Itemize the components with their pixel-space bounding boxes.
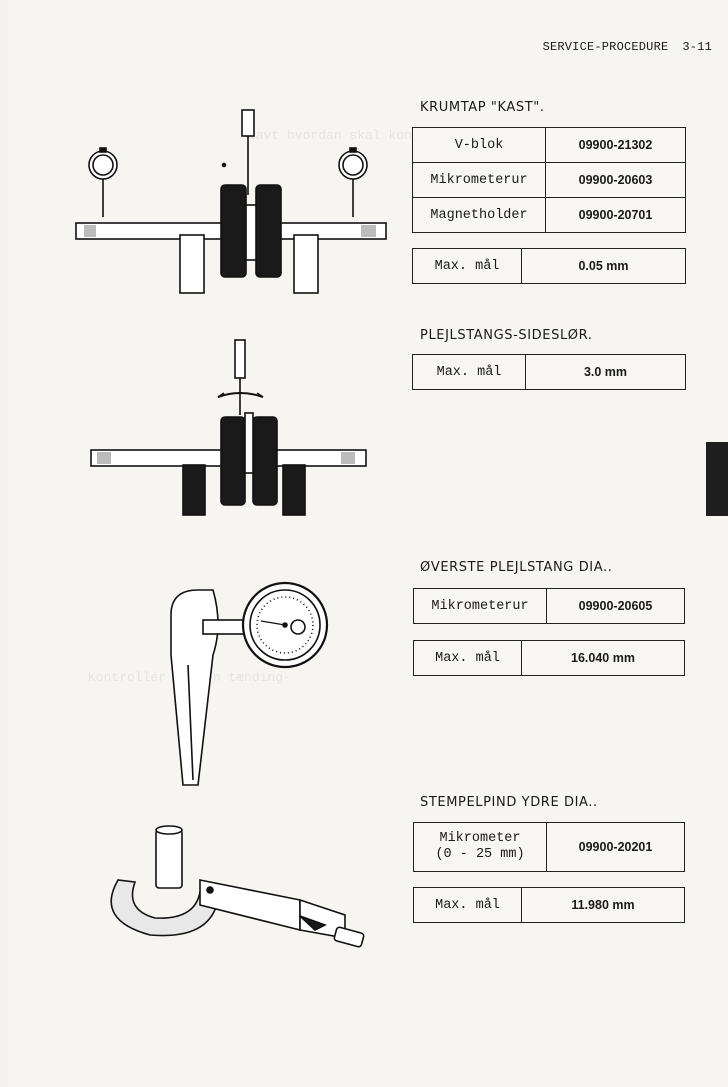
table-row: Max. mål 0.05 mm	[412, 248, 686, 284]
dial-bore-gauge-illustration	[170, 581, 329, 786]
tool-name: V-blok	[412, 127, 546, 163]
crankshaft-conrod-side-play-illustration	[90, 339, 367, 516]
limit-label: Max. mål	[413, 887, 522, 923]
table-row: Mikrometerur 09900-20603	[412, 162, 686, 198]
tool-name: Mikrometer (0 - 25 mm)	[413, 822, 547, 872]
tool-name-line1: Mikrometer	[439, 831, 521, 846]
limit-label: Max. mål	[412, 248, 522, 284]
table-row: Max. mål 3.0 mm	[412, 354, 686, 390]
tool-part-number: 09900-21302	[545, 127, 686, 163]
table-row: Max. mål 16.040 mm	[413, 640, 685, 676]
limit-label: Max. mål	[412, 354, 526, 390]
section-title-crankshaft-runout: KRUMTAP "KAST".	[420, 100, 545, 115]
tool-name-line2: (0 - 25 mm)	[435, 847, 525, 862]
page-number: 3-11	[682, 40, 712, 54]
table-row: Max. mål 11.980 mm	[413, 887, 685, 923]
limit-value: 3.0 mm	[525, 354, 686, 390]
limit-table-conrod-small-end: Max. mål 16.040 mm	[413, 640, 685, 676]
section-title-conrod-small-end: ØVERSTE PLEJLSTANG DIA..	[420, 560, 613, 575]
table-row: Magnetholder 09900-20701	[412, 197, 686, 233]
tool-part-number: 09900-20701	[545, 197, 686, 233]
limit-table-conrod-side-play: Max. mål 3.0 mm	[412, 354, 686, 390]
tools-table-piston-pin-od: Mikrometer (0 - 25 mm) 09900-20201	[413, 822, 685, 872]
limit-value: 0.05 mm	[521, 248, 686, 284]
table-row: Mikrometer (0 - 25 mm) 09900-20201	[413, 822, 685, 872]
micrometer-illustration	[110, 825, 365, 948]
tool-name: Mikrometerur	[413, 588, 547, 624]
tool-name: Mikrometerur	[412, 162, 546, 198]
tool-part-number: 09900-20605	[546, 588, 685, 624]
section-title-piston-pin-od: STEMPELPIND YDRE DIA..	[420, 795, 598, 810]
limit-value: 16.040 mm	[521, 640, 685, 676]
crankshaft-with-dial-gauges-illustration	[75, 109, 387, 294]
limit-table-piston-pin-od: Max. mål 11.980 mm	[413, 887, 685, 923]
table-row: Mikrometerur 09900-20605	[413, 588, 685, 624]
tool-name: Magnetholder	[412, 197, 546, 233]
limit-value: 11.980 mm	[521, 887, 685, 923]
tool-part-number: 09900-20603	[545, 162, 686, 198]
tools-table-conrod-small-end: Mikrometerur 09900-20605	[413, 588, 685, 624]
manual-page: lavt hvordan skal kontrolleres Kontrollé…	[8, 0, 728, 1087]
limit-table-crankshaft-runout: Max. mål 0.05 mm	[412, 248, 686, 284]
section-tab-marker	[706, 442, 728, 516]
tools-table-crankshaft-runout: V-blok 09900-21302 Mikrometerur 09900-20…	[412, 127, 686, 233]
limit-label: Max. mål	[413, 640, 522, 676]
page-header: SERVICE-PROCEDURE 3-11	[543, 40, 712, 54]
table-row: V-blok 09900-21302	[412, 127, 686, 163]
section-title-conrod-side-play: PLEJLSTANGS-SIDESLØR.	[420, 328, 593, 343]
section-name: SERVICE-PROCEDURE	[542, 40, 669, 54]
tool-part-number: 09900-20201	[546, 822, 685, 872]
